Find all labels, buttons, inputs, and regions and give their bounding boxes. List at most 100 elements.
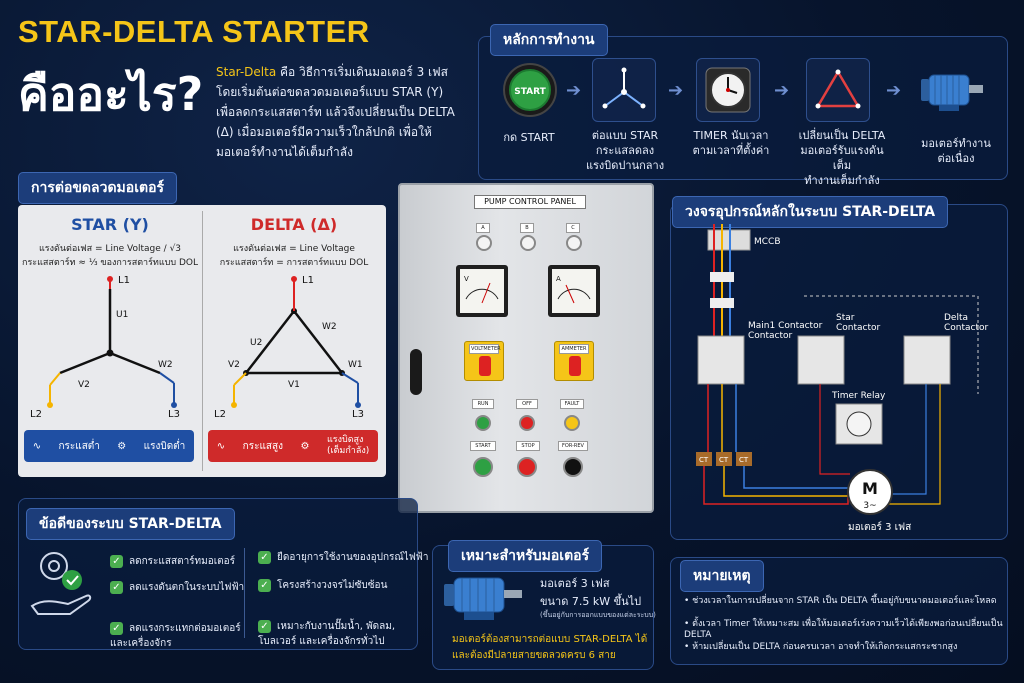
principle-heading: หลักการทำงาน bbox=[490, 24, 608, 56]
connection-comparison: STAR (Y) แรงดันต่อเฟส = Line Voltage / √… bbox=[18, 205, 386, 477]
phase-label-c: C bbox=[566, 223, 580, 233]
svg-text:V2: V2 bbox=[78, 380, 90, 390]
lamp-label-run: RUN bbox=[472, 399, 494, 409]
star-contactor-label: Star bbox=[836, 313, 855, 323]
advantages-heading: ข้อดีของระบบ STAR-DELTA bbox=[26, 508, 235, 540]
advantages-icon bbox=[28, 546, 94, 626]
motor-image bbox=[442, 568, 528, 630]
step-label-3: TIMER นับเวลา ตามเวลาที่ตั้งค่า bbox=[692, 129, 770, 157]
svg-text:W2: W2 bbox=[322, 322, 337, 332]
timer-clock-icon bbox=[696, 58, 760, 122]
svg-text:L1: L1 bbox=[118, 275, 130, 286]
connection-heading: การต่อขดลวดมอเตอร์ bbox=[18, 172, 177, 204]
comparison-divider bbox=[202, 211, 203, 471]
note-item-1: • ช่วงเวลาในการเปลี่ยนจาก STAR เป็น DELT… bbox=[684, 596, 997, 606]
suitable-line-1: มอเตอร์ 3 เฟส bbox=[540, 577, 610, 590]
gear-icon: ⚙ bbox=[117, 440, 127, 452]
advantage-left-3: ✓ลดแรงกระแทกต่อมอเตอร์ และเครื่องจักร bbox=[110, 621, 241, 649]
phase-lamp-c bbox=[566, 235, 582, 251]
fault-lamp bbox=[564, 415, 580, 431]
suitable-heading: เหมาะสำหรับมอเตอร์ bbox=[448, 540, 603, 572]
star-current-label: กระแสต่ำ bbox=[58, 440, 100, 452]
note-item-3: • ห้ามเปลี่ยนเป็น DELTA ก่อนครบเวลา อาจท… bbox=[684, 642, 958, 652]
ammeter-selector[interactable]: AMMETER bbox=[554, 341, 594, 381]
page-title: STAR-DELTA STARTER bbox=[18, 14, 370, 49]
ammeter-selector-label: AMMETER bbox=[559, 344, 589, 354]
wave-icon: ∿ bbox=[32, 440, 42, 452]
note-item-2: • ตั้งเวลา Timer ให้เหมาะสม เพื่อให้มอเต… bbox=[684, 619, 1003, 640]
star-line-2: กระแสสตาร์ท ≈ ⅓ ของการสตาร์ทแบบ DOL bbox=[22, 258, 198, 268]
arrow-icon: ➔ bbox=[566, 80, 582, 101]
selector-knob-icon bbox=[479, 356, 491, 376]
button-label-stop: STOP bbox=[516, 441, 540, 451]
run-lamp bbox=[475, 415, 491, 431]
advantage-left-2: ✓ลดแรงดันตกในระบบไฟฟ้า bbox=[110, 580, 244, 595]
svg-text:Contactor: Contactor bbox=[748, 331, 793, 341]
step-start: START กด START bbox=[498, 58, 568, 145]
svg-text:มอเตอร์ 3 เฟส: มอเตอร์ 3 เฟส bbox=[848, 521, 911, 533]
check-icon: ✓ bbox=[258, 578, 271, 592]
phase-label-b: B bbox=[520, 223, 534, 233]
button-label-for-rev: FOR-REV bbox=[558, 441, 588, 451]
delta-indicator: ∿ กระแสสูง ⚙ แรงบิดสูง (เต็มกำลัง) bbox=[208, 430, 378, 462]
svg-text:U1: U1 bbox=[116, 310, 128, 320]
delta-current-label: กระแสสูง bbox=[242, 440, 283, 452]
svg-text:M: M bbox=[862, 479, 878, 498]
phase-lamp-a bbox=[476, 235, 492, 251]
advantage-left-1: ✓ลดกระแสสตาร์ทมอเตอร์ bbox=[110, 554, 235, 569]
svg-text:V1: V1 bbox=[288, 380, 300, 390]
delta-connection-icon bbox=[806, 58, 870, 122]
notes-heading: หมายเหตุ bbox=[680, 560, 764, 592]
intro-text: Star-Delta คือ วิธีการเริ่มเดินมอเตอร์ 3… bbox=[216, 62, 466, 162]
star-section: STAR (Y) แรงดันต่อเฟส = Line Voltage / √… bbox=[18, 205, 202, 477]
check-icon: ✓ bbox=[110, 554, 123, 568]
gear-icon: ⚙ bbox=[300, 440, 310, 452]
advantages-divider bbox=[244, 548, 245, 638]
motor-icon bbox=[916, 58, 990, 122]
step-label-1: กด START bbox=[503, 131, 555, 144]
circuit-diagram: MCCB Main1 Contactor Contactor Star Cont… bbox=[696, 224, 989, 533]
svg-text:W2: W2 bbox=[158, 360, 173, 370]
step-timer: TIMER นับเวลา ตามเวลาที่ตั้งค่า bbox=[693, 58, 770, 158]
svg-text:V2: V2 bbox=[228, 360, 240, 370]
voltmeter-selector[interactable]: VOLTMETER bbox=[464, 341, 504, 381]
panel-title-plate: PUMP CONTROL PANEL bbox=[474, 195, 586, 209]
step-label-4: เปลี่ยนเป็น DELTA มอเตอร์รับแรงดันเต็ม ท… bbox=[798, 129, 886, 187]
delta-diagram: L1 U2 W2 V2 W1 V1 L2 L3 bbox=[214, 275, 364, 419]
delta-line-1: แรงดันต่อเฟส = Line Voltage bbox=[233, 244, 355, 254]
svg-text:CT: CT bbox=[719, 456, 729, 464]
check-icon: ✓ bbox=[258, 550, 271, 564]
for-rev-switch[interactable] bbox=[563, 457, 583, 477]
svg-text:Timer Relay: Timer Relay bbox=[831, 391, 886, 401]
advantage-right-2: ✓โครงสร้างวงจรไม่ซับซ้อน bbox=[258, 578, 387, 593]
wave-icon: ∿ bbox=[216, 440, 226, 452]
start-button-text: START bbox=[514, 87, 546, 97]
stop-button[interactable] bbox=[517, 457, 537, 477]
svg-text:MCCB: MCCB bbox=[754, 237, 781, 247]
door-handle[interactable] bbox=[410, 349, 422, 395]
arrow-icon: ➔ bbox=[668, 80, 684, 101]
off-lamp bbox=[519, 415, 535, 431]
delta-title: DELTA (Δ) bbox=[250, 215, 338, 234]
svg-text:L3: L3 bbox=[168, 409, 180, 419]
advantage-right-1: ✓ยืดอายุการใช้งานของอุปกรณ์ไฟฟ้า bbox=[258, 550, 428, 565]
svg-text:L2: L2 bbox=[30, 409, 42, 419]
star-indicator: ∿ กระแสต่ำ ⚙ แรงบิดต่ำ bbox=[24, 430, 194, 462]
delta-torque-label: แรงบิดสูง (เต็มกำลัง) bbox=[326, 435, 370, 456]
panel-title: PUMP CONTROL PANEL bbox=[484, 197, 576, 206]
svg-text:U2: U2 bbox=[250, 338, 262, 348]
voltmeter: V bbox=[456, 265, 508, 317]
start-button[interactable] bbox=[473, 457, 493, 477]
svg-text:Contactor: Contactor bbox=[944, 323, 989, 333]
suitable-line-3: (ขึ้นอยู่กับการออกแบบของแต่ละระบบ) bbox=[540, 611, 656, 619]
check-icon: ✓ bbox=[258, 619, 271, 633]
svg-text:CT: CT bbox=[699, 456, 709, 464]
step-label-2: ต่อแบบ STAR กระแสลดลง แรงบิดปานกลาง bbox=[585, 129, 665, 172]
svg-text:CT: CT bbox=[739, 456, 749, 464]
step-motor: มอเตอร์ทำงาน ต่อเนื่อง bbox=[916, 58, 996, 166]
lamp-label-off: OFF bbox=[516, 399, 538, 409]
button-label-start: START bbox=[470, 441, 496, 451]
main-contactor-label: Main1 Contactor bbox=[748, 321, 823, 331]
page-subtitle: คืออะไร? bbox=[18, 67, 204, 121]
svg-text:L1: L1 bbox=[302, 275, 314, 286]
